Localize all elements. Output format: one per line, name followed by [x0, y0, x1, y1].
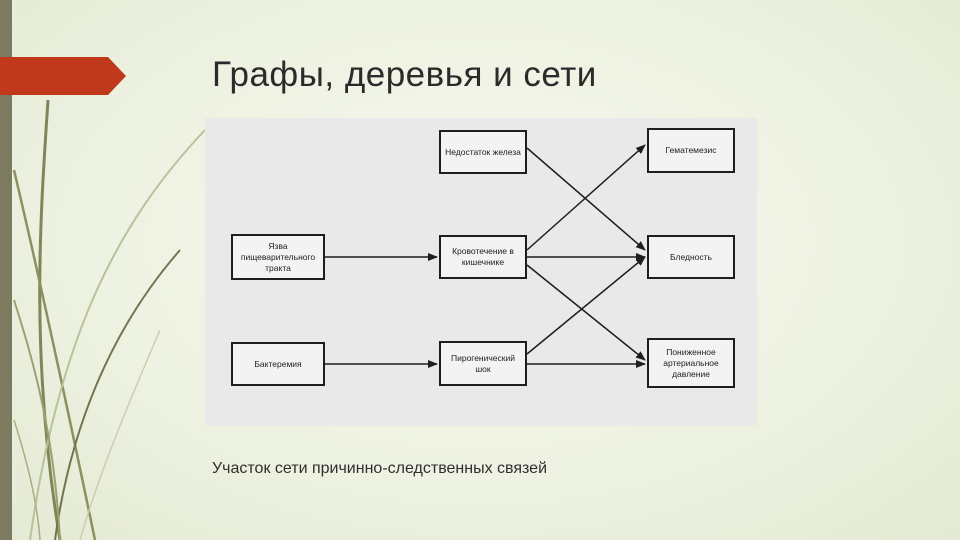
- edge-bleeding-hypotension: [526, 264, 646, 361]
- node-pallor: Бледность: [647, 235, 735, 279]
- causal-network-diagram: Язва пищеварительного тракта Бактеремия …: [205, 118, 757, 426]
- node-pyrogenic-shock-label: Пирогенический шок: [450, 352, 515, 374]
- edge-shock-hematemesis: [526, 256, 646, 355]
- diagram-edges: [325, 144, 646, 368]
- node-ulcer: Язва пищеварительного тракта: [231, 234, 325, 280]
- node-ulcer-label: Язва пищеварительного тракта: [240, 240, 316, 273]
- title-arrow-icon: [0, 57, 126, 95]
- slide-caption: Участок сети причинно-следственных связе…: [212, 460, 547, 477]
- edge-iron-pallor: [526, 147, 646, 251]
- node-bleeding-label: Кровотечение в кишечнике: [452, 246, 514, 267]
- node-iron-deficiency: Недостаток железа: [439, 130, 527, 174]
- node-hypotension-label: Пониженное артериальное давление: [663, 346, 719, 379]
- node-bacteremia-label: Бактеремия: [254, 358, 302, 369]
- node-iron-deficiency-label: Недостаток железа: [445, 146, 521, 157]
- node-hypotension: Пониженное артериальное давление: [647, 338, 735, 388]
- node-pallor-label: Бледность: [670, 251, 712, 262]
- node-pyrogenic-shock: Пирогенический шок: [439, 341, 527, 386]
- grass-decoration: [12, 99, 206, 540]
- node-bleeding: Кровотечение в кишечнике: [439, 235, 527, 279]
- node-bacteremia: Бактеремия: [231, 342, 325, 386]
- node-hematemesis-label: Гематемезис: [665, 145, 717, 155]
- node-hematemesis: Гематемезис: [647, 128, 735, 173]
- slide-title: Графы, деревья и сети: [212, 55, 597, 94]
- edge-bleeding-hematemesis: [526, 144, 646, 251]
- left-accent-bar: [0, 0, 12, 540]
